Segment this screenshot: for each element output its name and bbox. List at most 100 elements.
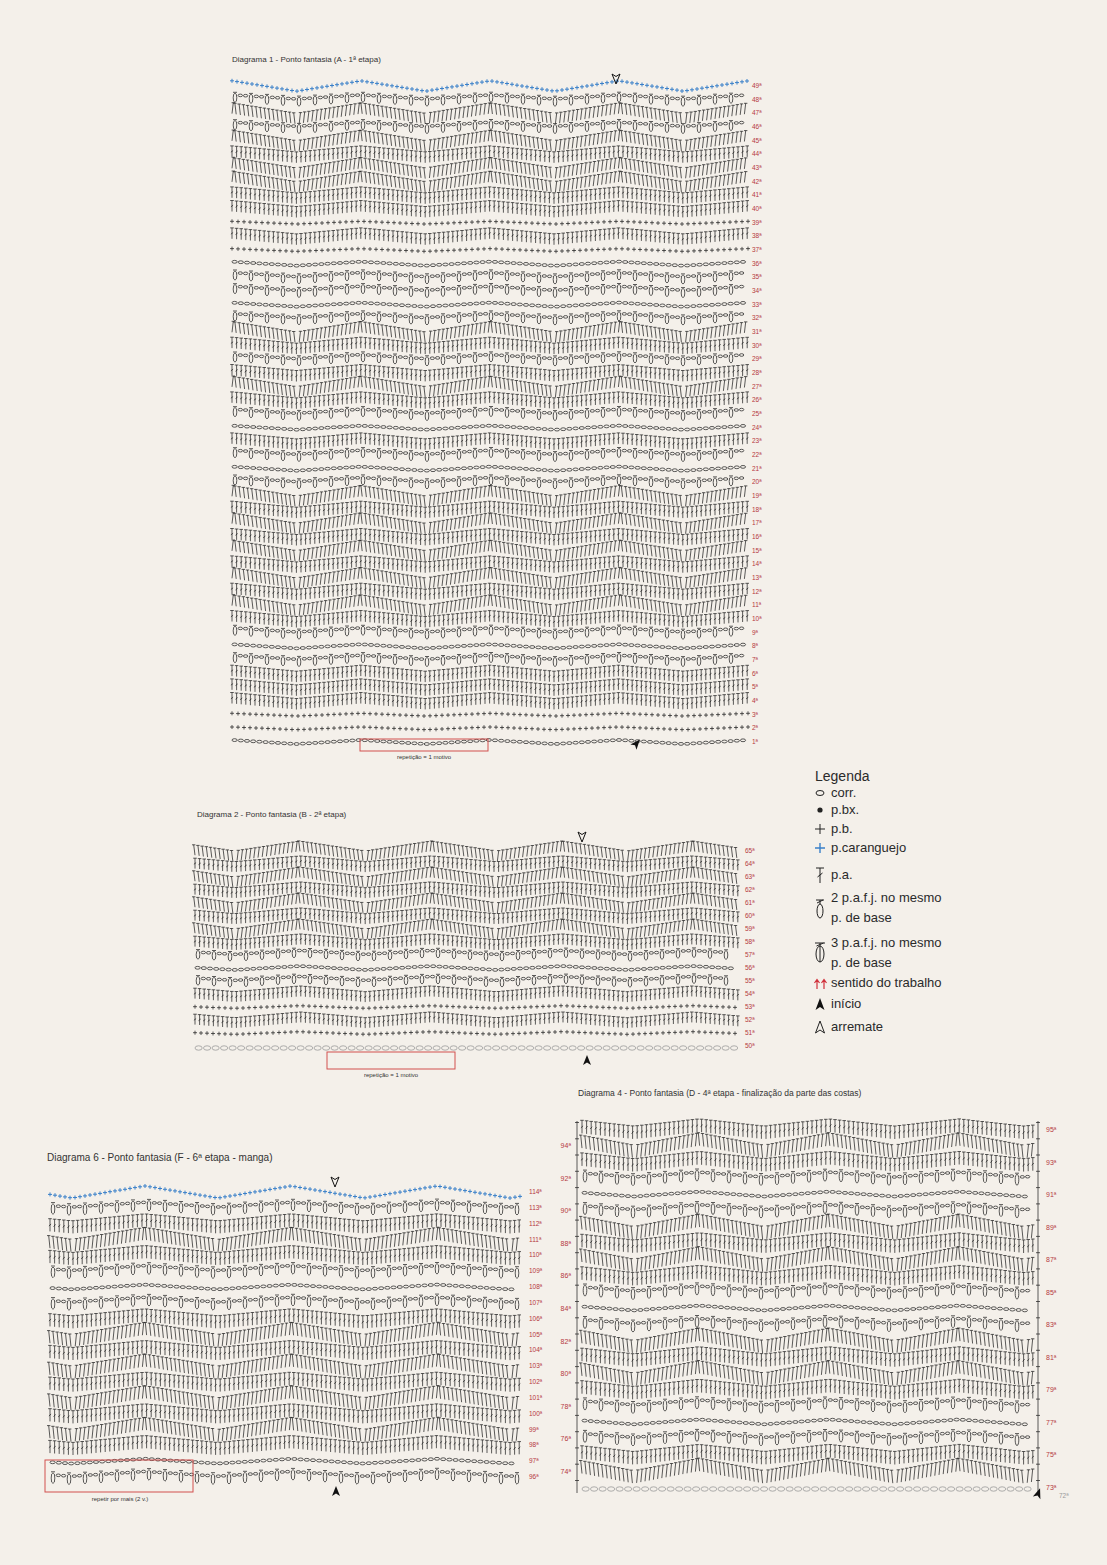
chain-symbol [816,791,824,796]
row-number: 3ª [752,711,758,718]
legend-entry: sentido do trabalho [831,973,942,993]
row-number: 60ª [745,913,755,920]
row-number: 90ª [561,1207,571,1214]
diagram-title: Diagrama 1 - Ponto fantasia (A - 1ª etap… [232,56,381,64]
end-symbol [816,1021,825,1033]
row-number: 11ª [752,602,761,609]
row-number: 74ª [561,1467,571,1474]
start-marker [1033,1487,1044,1499]
row-number: 42ª [752,178,762,185]
legend-entry: arremate [831,1017,883,1037]
crab-stitch-symbol [815,843,825,853]
row-number: 47ª [752,110,762,117]
row-number: 39ª [752,219,762,226]
row-number: 43ª [752,165,762,172]
row-number: 78ª [561,1402,571,1409]
row-number: 15ª [752,547,762,554]
diagram-title: Diagrama 6 - Ponto fantasia (F - 6ª etap… [47,1153,272,1163]
row-number: 27ª [752,383,762,390]
start-marker [332,1486,340,1496]
row-number: 84ª [561,1305,571,1312]
stitch-row [230,92,750,745]
row-number: 16ª [752,534,762,541]
row-number: 20ª [752,479,762,486]
row-number: 72ª [1059,1493,1069,1500]
crab-stitch-row [48,1184,522,1200]
row-number: 100ª [529,1410,542,1417]
row-number: 55ª [745,978,755,985]
row-number: 12ª [752,588,762,595]
chart-grid [575,1119,1040,1493]
row-number: 110ª [529,1252,542,1259]
legend-entry: corr. [831,783,856,803]
row-number: 35ª [752,274,762,281]
legend-entry: p.bx. [831,800,859,820]
repeat-box [327,1052,455,1069]
stitch-row [192,841,740,1036]
base-chain-row [195,1046,738,1050]
end-marker [612,74,620,84]
row-number: 96ª [529,1474,539,1481]
row-number: 44ª [752,151,762,158]
row-number: 111ª [529,1236,541,1243]
row-number: 45ª [752,137,762,144]
single-crochet-symbol [815,824,825,834]
row-number: 104ª [529,1347,542,1354]
repeat-note: repetição = 1 motivo [364,1072,418,1078]
row-number: 48ª [752,96,762,103]
cluster3-symbol [815,943,825,962]
legend-symbols [815,791,827,1034]
crab-stitch-row [230,79,749,93]
row-number: 24ª [752,424,762,431]
row-number: 76ª [561,1435,571,1442]
row-number: 56ª [745,965,755,972]
row-number: 77ª [1046,1418,1056,1425]
row-number: 41ª [752,192,762,199]
direction-arrows [815,980,827,990]
legend-entry: 2 p.a.f.j. no mesmo p. de base [831,888,943,927]
slip-stitch-symbol [817,807,822,812]
stitch-rows [47,79,1040,1493]
row-number: 94ª [561,1142,571,1149]
chart-grid [230,79,750,746]
row-number: 83ª [1046,1321,1056,1328]
end-marker [578,832,586,842]
row-number: 79ª [1046,1386,1056,1393]
row-number: 31ª [752,329,762,336]
start-marker [583,1055,591,1065]
legend-entry: p.caranguejo [831,838,906,858]
start-marker [630,737,643,750]
start-symbol [816,998,825,1010]
diagram-title: Diagrama 2 - Ponto fantasia (B - 2ª etap… [197,811,346,819]
legend-entry: p.a. [831,865,853,885]
legend-heading: Legenda [815,769,870,783]
chart-grid [192,841,740,1050]
row-number: 8ª [752,643,758,650]
row-number: 50ª [745,1043,755,1050]
repeat-note: repetição = 1 motivo [397,754,451,760]
row-number: 62ª [745,887,755,894]
row-number: 40ª [752,206,762,213]
row-number: 36ª [752,260,762,267]
row-number: 18ª [752,506,762,513]
cluster2-symbol [816,900,824,904]
cluster3-symbol [816,946,824,962]
row-number: 10ª [752,616,762,623]
row-number: 65ª [745,848,755,855]
legend-entry: 3 p.a.f.j. no mesmo p. de base [831,933,943,972]
row-number: 107ª [529,1300,542,1307]
row-number: 81ª [1046,1353,1056,1360]
row-number: 88ª [561,1239,571,1246]
cluster2-symbol [817,904,823,918]
row-number: 97ª [529,1458,539,1465]
row-number: 46ª [752,124,762,131]
row-number: 53ª [745,1004,755,1011]
row-number: 92ª [561,1174,571,1181]
row-number: 93ª [1046,1158,1056,1165]
row-number: 28ª [752,370,762,377]
repeat-boxes [45,739,488,1492]
row-number: 5ª [752,684,758,691]
stitch-row [47,1199,521,1484]
row-number: 21ª [752,465,762,472]
